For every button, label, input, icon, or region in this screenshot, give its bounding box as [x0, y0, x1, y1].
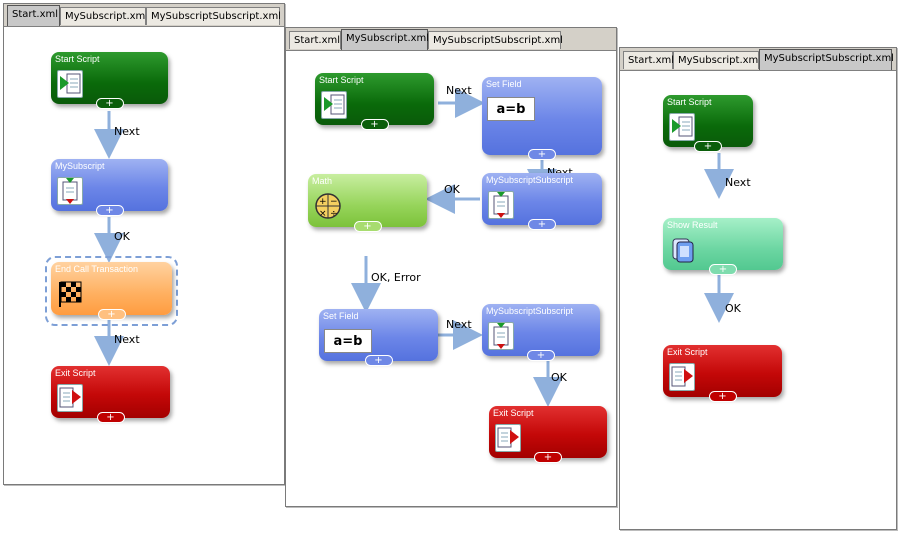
- add-step-button[interactable]: +: [95, 205, 124, 216]
- node-exit-script[interactable]: Exit Script +: [663, 345, 782, 402]
- flow-canvas: Next OK Next Start Script + MySubscript …: [4, 27, 284, 484]
- node-title: Start Script: [55, 54, 100, 64]
- add-step-button[interactable]: +: [96, 412, 125, 423]
- node-mysubscriptsubscript[interactable]: MySubscriptSubscript +: [482, 304, 600, 361]
- edge-label: OK: [725, 302, 741, 315]
- tab-mysubscriptsubscript-xml[interactable]: MySubscriptSubscript.xml: [146, 7, 281, 25]
- flow-canvas: Next OK Start Script + Show Result + Exi…: [620, 71, 896, 529]
- tab-bar: Start.xml MySubscript.xml MySubscriptSub…: [286, 28, 616, 51]
- edge-label: OK: [551, 371, 567, 384]
- tab-mysubscript-xml[interactable]: MySubscript.xml: [341, 29, 429, 50]
- node-start-script[interactable]: Start Script +: [663, 95, 753, 152]
- node-mysubscript[interactable]: MySubscript +: [51, 159, 168, 216]
- start-script-icon: [669, 113, 695, 141]
- tab-start-xml[interactable]: Start.xml: [7, 5, 60, 26]
- node-title: Set Field: [486, 79, 522, 89]
- node-title: Start Script: [667, 97, 712, 107]
- tab-mysubscript-xml[interactable]: MySubscript.xml: [673, 51, 761, 69]
- node-title: MySubscriptSubscript: [486, 306, 574, 316]
- start-script-icon: [57, 70, 83, 98]
- add-step-button[interactable]: +: [708, 391, 737, 402]
- svg-text:×: ×: [319, 209, 327, 219]
- show-result-icon: [669, 236, 695, 264]
- window-start-xml: Start.xml MySubscript.xml MySubscriptSub…: [3, 3, 285, 485]
- edge-label: Next: [114, 333, 140, 346]
- add-step-button[interactable]: +: [97, 309, 126, 320]
- window-mysubscript-xml: Start.xml MySubscript.xml MySubscriptSub…: [285, 27, 617, 507]
- node-set-field[interactable]: Set Field a=b +: [319, 309, 438, 366]
- node-show-result[interactable]: Show Result +: [663, 218, 783, 275]
- tab-mysubscript-xml[interactable]: MySubscript.xml: [60, 7, 148, 25]
- node-math[interactable]: Math +−×÷ +: [308, 174, 427, 232]
- add-step-button[interactable]: +: [528, 149, 556, 160]
- add-step-button[interactable]: +: [709, 264, 737, 275]
- set-field-icon: a=b: [324, 329, 372, 353]
- subscript-icon: [488, 322, 514, 350]
- node-title: Set Field: [323, 311, 359, 321]
- math-icon: +−×÷: [314, 192, 341, 220]
- tab-mysubscriptsubscript-xml[interactable]: MySubscriptSubscript.xml: [759, 49, 894, 70]
- node-title: Exit Script: [493, 408, 534, 418]
- window-mysubscriptsubscript-xml: Start.xml MySubscript.xml MySubscriptSub…: [619, 47, 897, 530]
- node-title: Show Result: [667, 220, 718, 230]
- add-step-button[interactable]: +: [527, 350, 555, 361]
- add-step-button[interactable]: +: [364, 355, 393, 366]
- edge-label: Next: [725, 176, 751, 189]
- node-mysubscriptsubscript[interactable]: MySubscriptSubscript +: [482, 173, 602, 230]
- exit-script-icon: [669, 363, 695, 391]
- add-step-button[interactable]: +: [95, 98, 124, 109]
- node-exit-script[interactable]: Exit Script +: [489, 406, 607, 463]
- exit-script-icon: [495, 424, 521, 452]
- svg-text:+: +: [319, 197, 327, 207]
- selection-outline: [45, 256, 178, 326]
- node-start-script[interactable]: Start Script +: [51, 52, 168, 109]
- subscript-icon: [488, 191, 514, 219]
- tab-mysubscriptsubscript-xml[interactable]: MySubscriptSubscript.xml: [428, 31, 563, 49]
- node-exit-script[interactable]: Exit Script +: [51, 366, 170, 423]
- add-step-button[interactable]: +: [694, 141, 722, 152]
- start-script-icon: [321, 91, 347, 119]
- node-title: Start Script: [319, 75, 364, 85]
- edge-label: OK, Error: [371, 271, 421, 284]
- subscript-icon: [57, 177, 83, 205]
- edge-label: Next: [446, 318, 472, 331]
- svg-text:÷: ÷: [330, 209, 338, 219]
- edge-label: OK: [444, 183, 460, 196]
- tab-start-xml[interactable]: Start.xml: [289, 31, 341, 49]
- add-step-button[interactable]: +: [360, 119, 389, 130]
- node-title: MySubscript: [55, 161, 105, 171]
- node-set-field[interactable]: Set Field a=b +: [482, 77, 602, 160]
- add-step-button[interactable]: +: [534, 452, 562, 463]
- node-start-script[interactable]: Start Script +: [315, 73, 434, 130]
- edge-label: Next: [446, 84, 472, 97]
- node-title: MySubscriptSubscript: [486, 175, 574, 185]
- flow-canvas: Next Next OK OK, Error Next OK Start Scr…: [286, 51, 616, 506]
- node-title: Exit Script: [55, 368, 96, 378]
- exit-script-icon: [57, 384, 83, 412]
- tab-bar: Start.xml MySubscript.xml MySubscriptSub…: [620, 48, 896, 71]
- node-title: Exit Script: [667, 347, 708, 357]
- edge-label: Next: [114, 125, 140, 138]
- edge-label: OK: [114, 230, 130, 243]
- checkered-flag-icon: [57, 280, 83, 308]
- tab-start-xml[interactable]: Start.xml: [623, 51, 674, 69]
- tab-bar: Start.xml MySubscript.xml MySubscriptSub…: [4, 4, 284, 27]
- node-title: End Call Transaction: [55, 264, 139, 274]
- add-step-button[interactable]: +: [528, 219, 556, 230]
- edge-layer: [704, 153, 734, 323]
- svg-text:−: −: [330, 197, 338, 207]
- node-title: Math: [312, 176, 333, 186]
- set-field-icon: a=b: [487, 97, 535, 121]
- edge-layer: [351, 88, 563, 407]
- add-step-button[interactable]: +: [353, 221, 382, 232]
- node-end-call-transaction[interactable]: End Call Transaction +: [51, 262, 172, 320]
